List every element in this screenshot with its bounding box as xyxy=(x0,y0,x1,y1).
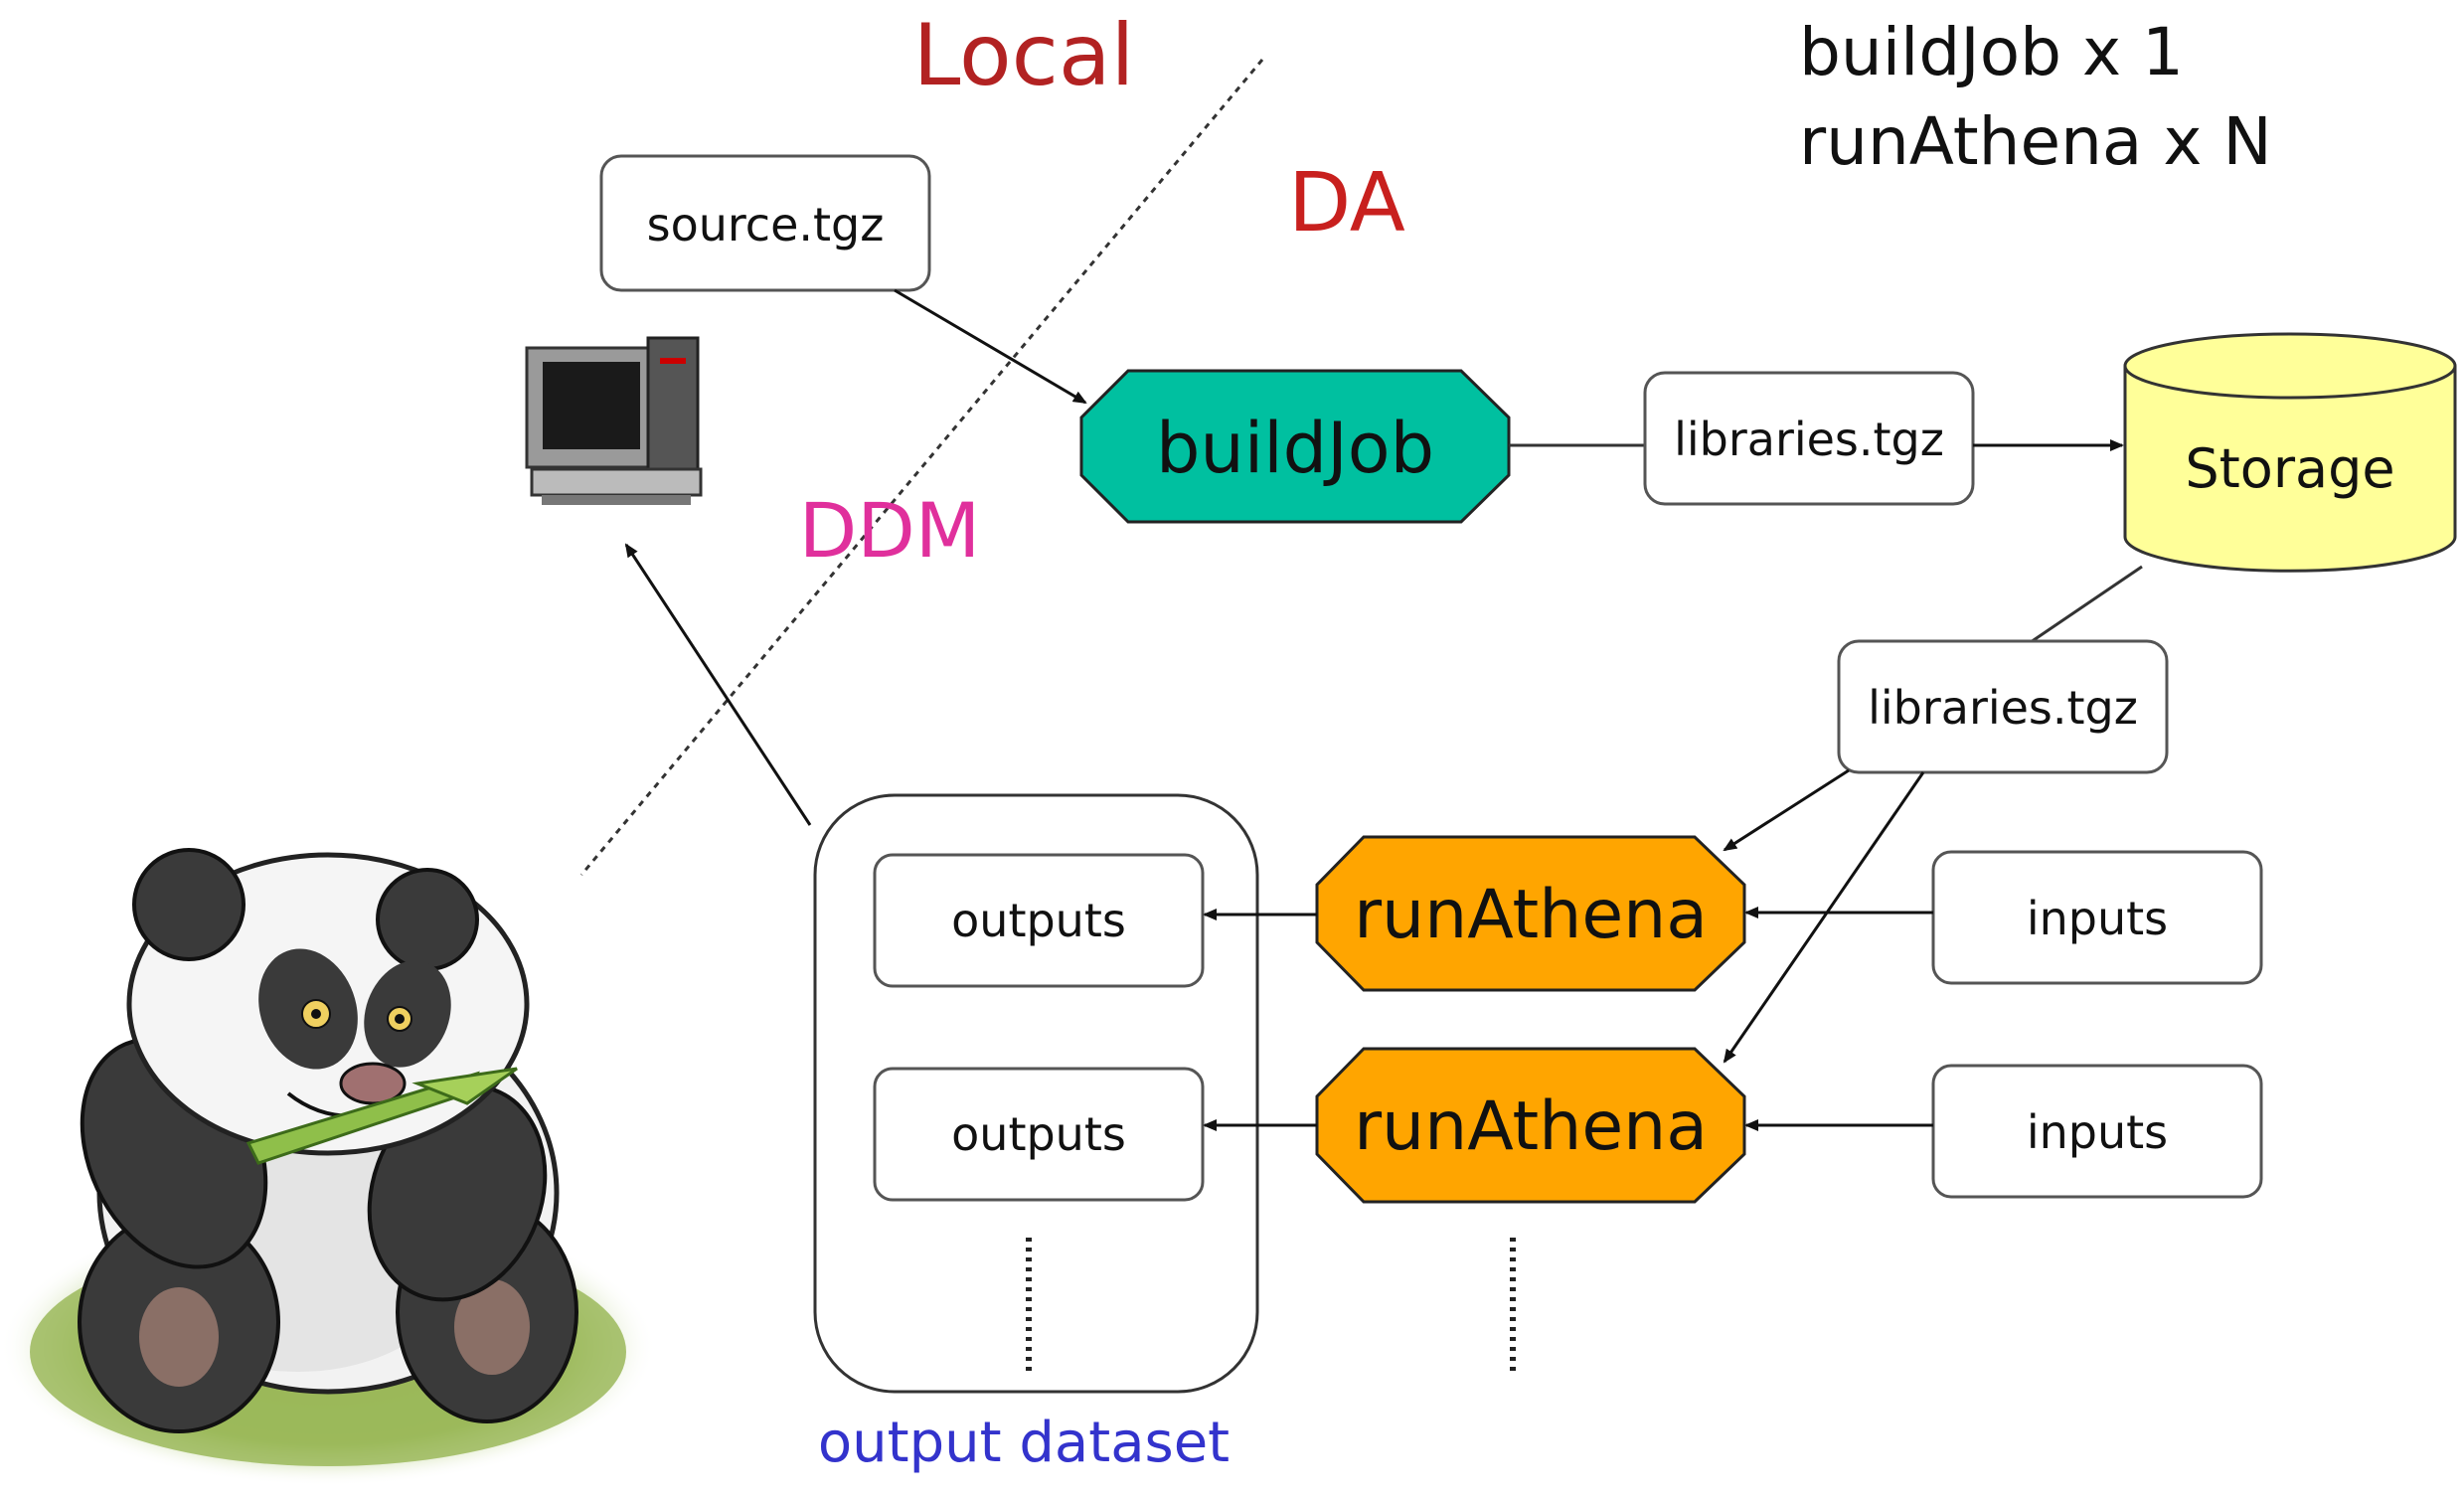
buildjob-label: buildJob xyxy=(1156,408,1434,489)
arrow-source-to-buildjob xyxy=(894,288,1087,405)
legend-buildjob: buildJob x 1 xyxy=(1799,14,2184,90)
source-box-label: source.tgz xyxy=(647,198,885,251)
outputs-box-2-label: outputs xyxy=(951,1107,1126,1161)
inputs-box-1 xyxy=(1931,850,2263,985)
arrow-libraries-to-run2 xyxy=(1723,771,1925,1064)
runathena-1-label: runAthena xyxy=(1354,876,1708,954)
inputs-box-2-label: inputs xyxy=(2027,1105,2168,1159)
panda-mascot xyxy=(0,848,656,1486)
outputs-box-2 xyxy=(873,1067,1205,1202)
arrow-libraries-to-run1 xyxy=(1723,768,1850,852)
libraries-box-top-label: libraries.tgz xyxy=(1674,413,1944,466)
output-dataset-label: output dataset xyxy=(818,1411,1230,1475)
inputs-box-1-label: inputs xyxy=(2027,892,2168,945)
region-label-local: Local xyxy=(913,6,1135,105)
link-storage-libraries xyxy=(2027,565,2143,646)
source-box xyxy=(599,154,931,292)
runathena-node-1 xyxy=(1315,835,1746,992)
arrow-dataset-to-computer xyxy=(624,543,812,826)
legend-runathena: runAthena x N xyxy=(1799,103,2272,180)
storage-cylinder xyxy=(2123,332,2457,573)
region-boundary-line xyxy=(579,59,1264,876)
region-label-da: DA xyxy=(1288,156,1405,250)
outputs-box-1 xyxy=(873,853,1205,988)
outputs-box-1-label: outputs xyxy=(951,894,1126,947)
region-label-ddm: DDM xyxy=(799,486,981,575)
inputs-box-2 xyxy=(1931,1064,2263,1199)
storage-label: Storage xyxy=(2185,437,2394,500)
computer-icon xyxy=(525,336,703,505)
libraries-box-top xyxy=(1643,371,1975,506)
runathena-node-2 xyxy=(1315,1047,1746,1204)
libraries-box-mid-label: libraries.tgz xyxy=(1868,681,2138,735)
runathena-2-label: runAthena xyxy=(1354,1087,1708,1166)
buildjob-node xyxy=(1079,369,1511,524)
libraries-box-mid xyxy=(1837,639,2169,774)
